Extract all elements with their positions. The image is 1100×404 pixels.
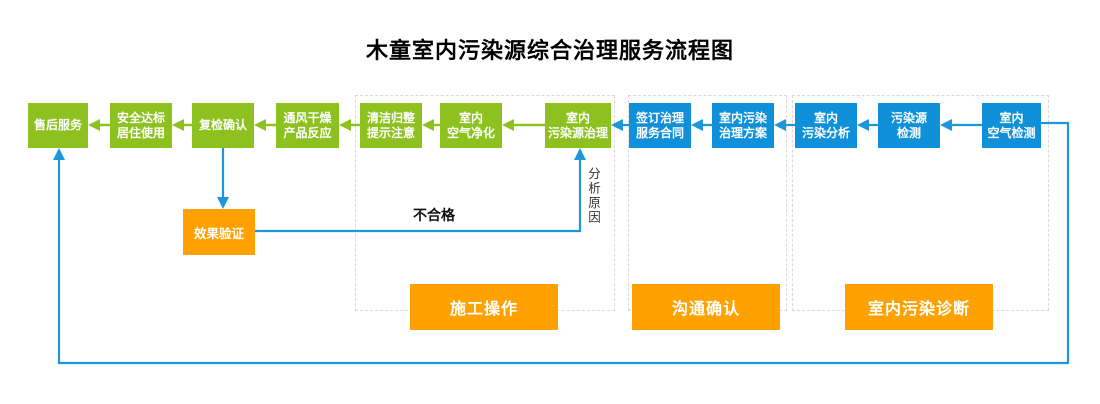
arrow-fail-feedback [255, 148, 586, 233]
step-indoor-pollution-source-treat: 室内 污染源治理 [545, 103, 611, 148]
step-sign-treatment-contract: 签订治理 服务合同 [629, 103, 691, 148]
step-safe-standard-living-use: 安全达标 居住使用 [110, 103, 172, 148]
step-ventilation-dry-product-react: 通风干燥 产品反应 [276, 103, 339, 148]
page-title: 木童室内污染源综合治理服务流程图 [365, 38, 734, 63]
node-effect-verification: 效果验证 [183, 209, 255, 255]
step-clean-organize-notice: 清洁归整 提示注意 [360, 103, 422, 148]
edge-label-fail: 不合格 [413, 207, 455, 223]
step-indoor-air-purification: 室内 空气净化 [440, 103, 502, 148]
section-label-communication-confirm: 沟通确认 [632, 284, 780, 330]
section-label-indoor-pollution-diagnosis: 室内污染诊断 [845, 284, 993, 330]
step-indoor-air-detection: 室内 空气检测 [982, 103, 1041, 148]
step-recheck-confirm: 复检确认 [192, 103, 254, 148]
section-label-construction-operation: 施工操作 [410, 284, 558, 330]
step-after-sales-service: 售后服务 [28, 103, 88, 148]
edge-label-analyze-reason: 分析原因 [586, 167, 600, 225]
step-indoor-pollution-analysis: 室内 污染分析 [795, 103, 857, 148]
arrow-detection-to-after-sales-loop [53, 121, 1070, 365]
step-indoor-pollution-treat-plan: 室内污染 治理方案 [712, 103, 774, 148]
step-pollution-source-detection: 污染源 检测 [878, 103, 940, 148]
